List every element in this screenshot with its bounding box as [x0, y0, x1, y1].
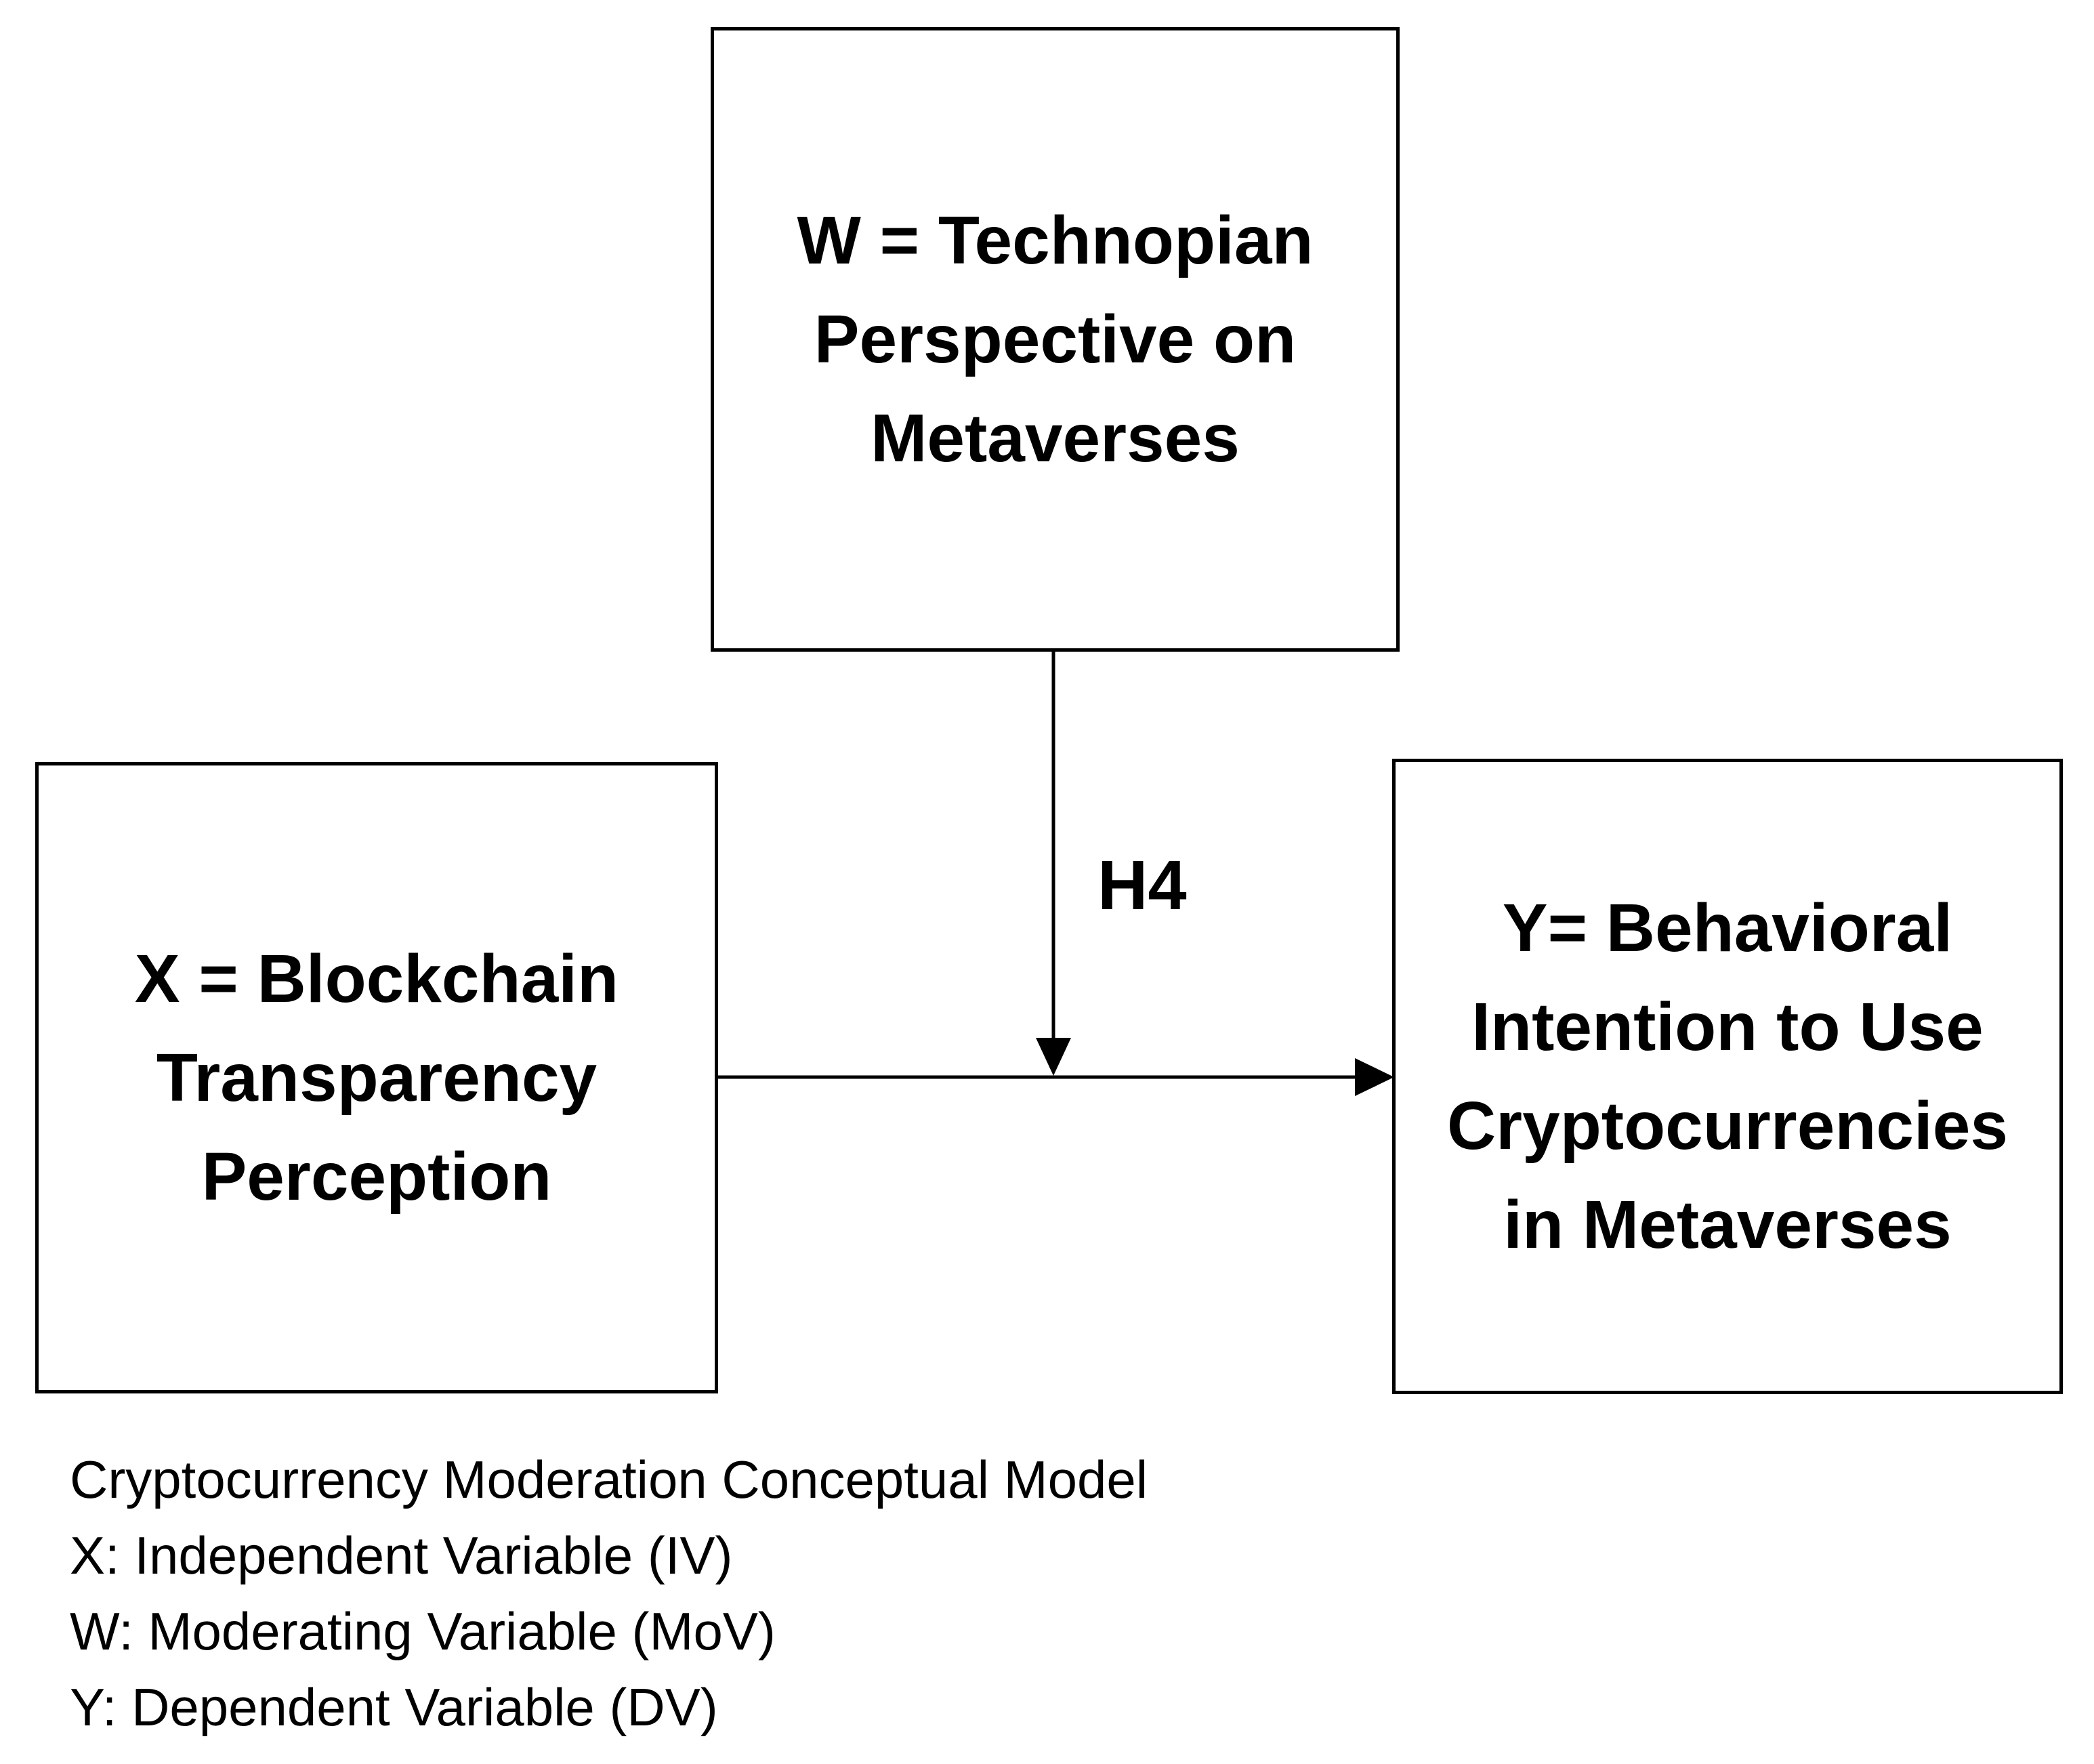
moderator-box-line: W = Technopian: [797, 203, 1314, 278]
independent-box-line: X = Blockchain: [134, 941, 619, 1017]
independent-variable-box: X = Blockchain Transparency Perception: [35, 762, 718, 1393]
moderation-arrowhead-icon: [1036, 1038, 1071, 1076]
caption-title: Cryptocurrency Moderation Conceptual Mod…: [70, 1450, 1148, 1509]
dependent-variable-box: Y= Behavioral Intention to Use Cryptocur…: [1392, 759, 2063, 1394]
dependent-box-line: Intention to Use: [1471, 989, 1984, 1065]
dependent-box-line: Cryptocurrencies: [1446, 1088, 2009, 1164]
caption-legend-y: Y: Dependent Variable (DV): [70, 1677, 718, 1737]
independent-box-line: Perception: [201, 1139, 552, 1215]
independent-box-line: Transparency: [156, 1040, 598, 1116]
dependent-box-line: in Metaverses: [1503, 1187, 1952, 1263]
caption-legend-w: W: Moderating Variable (MoV): [70, 1601, 776, 1661]
figure-caption: Cryptocurrency Moderation Conceptual Mod…: [70, 1442, 1148, 1745]
moderator-box-line: Perspective on: [814, 301, 1297, 377]
hypothesis-h4-label: H4: [1097, 846, 1187, 924]
dependent-box-line: Y= Behavioral: [1502, 890, 1953, 966]
direct-effect-arrowhead-icon: [1355, 1058, 1394, 1096]
moderator-variable-box: W = Technopian Perspective on Metaverses: [711, 27, 1400, 652]
moderator-box-line: Metaverses: [871, 400, 1240, 476]
caption-legend-x: X: Independent Variable (IV): [70, 1526, 733, 1585]
